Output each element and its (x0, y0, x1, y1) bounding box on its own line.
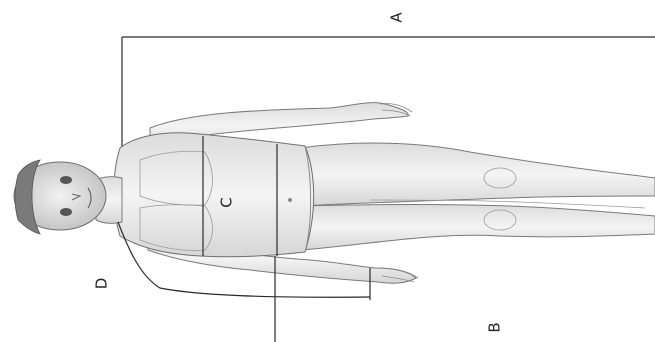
label-b: B (488, 322, 503, 332)
head (14, 160, 106, 234)
label-a: A (390, 12, 405, 22)
label-d: D (94, 278, 109, 290)
label-c: C (220, 197, 235, 207)
legs (300, 143, 655, 250)
torso (114, 133, 314, 257)
